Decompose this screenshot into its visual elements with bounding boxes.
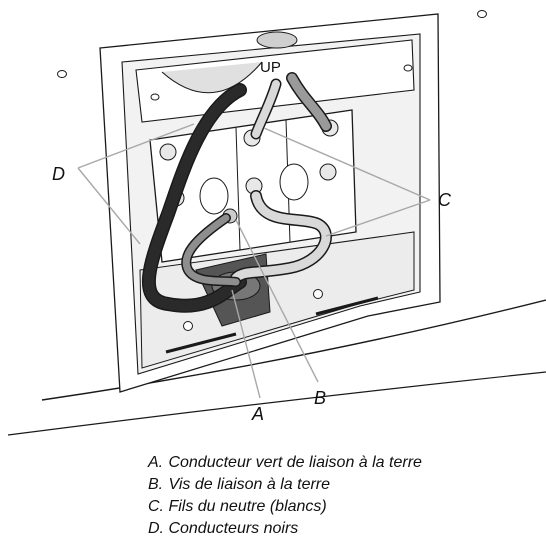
legend-text: Conducteurs noirs bbox=[168, 520, 299, 537]
legend-letter: B. bbox=[148, 476, 164, 493]
terminal-divider bbox=[235, 127, 241, 251]
bracket-screw bbox=[403, 64, 413, 72]
black-wire-right-core bbox=[287, 73, 331, 131]
legend-item-b: B. Vis de liaison à la terre bbox=[148, 474, 422, 496]
mounting-hole bbox=[477, 10, 487, 18]
legend-letter: D. bbox=[148, 520, 164, 537]
cable-opening bbox=[161, 61, 263, 94]
leader-lines bbox=[77, 123, 431, 399]
legend-item-c: C. Fils du neutre (blancs) bbox=[148, 496, 422, 518]
up-label: UP bbox=[260, 59, 281, 76]
bracket-screw bbox=[150, 93, 160, 101]
terminal-recess bbox=[199, 177, 229, 215]
legend: A. Conducteur vert de liaison à la terre… bbox=[148, 452, 422, 540]
legend-item-d: D. Conducteurs noirs bbox=[148, 518, 422, 540]
terminal-nut bbox=[159, 143, 177, 161]
slot-right bbox=[315, 296, 379, 316]
top-opening bbox=[256, 31, 298, 49]
leader-a bbox=[231, 289, 261, 399]
black-wire-left-core bbox=[143, 84, 246, 312]
neutral-wire-lower-core bbox=[231, 191, 331, 283]
floor-screw bbox=[313, 289, 323, 299]
terminal-nut bbox=[319, 163, 337, 181]
slot-left bbox=[165, 332, 237, 354]
terminal-recess bbox=[279, 163, 309, 201]
legend-text: Conducteur vert de liaison à la terre bbox=[168, 454, 422, 471]
legend-letter: A. bbox=[148, 454, 164, 471]
callout-c: C bbox=[438, 190, 452, 210]
legend-item-a: A. Conducteur vert de liaison à la terre bbox=[148, 452, 422, 474]
leader-d-upper bbox=[77, 123, 195, 169]
floor-line bbox=[7, 371, 546, 436]
legend-text: Vis de liaison à la terre bbox=[168, 476, 331, 493]
callout-a: A bbox=[251, 404, 264, 424]
legend-letter: C. bbox=[148, 498, 164, 515]
leader-c-upper bbox=[263, 127, 431, 201]
ground-wire-core bbox=[182, 214, 240, 286]
leader-b bbox=[235, 219, 319, 383]
callout-b: B bbox=[314, 388, 326, 408]
mounting-hole bbox=[57, 70, 67, 78]
leader-d-lower bbox=[77, 167, 141, 245]
appliance-edge bbox=[41, 299, 546, 401]
floor-screw bbox=[183, 321, 193, 331]
leader-c-lower bbox=[325, 199, 431, 237]
legend-text: Fils du neutre (blancs) bbox=[168, 498, 327, 515]
callout-d: D bbox=[52, 164, 65, 184]
neutral-wire-core bbox=[252, 80, 280, 138]
